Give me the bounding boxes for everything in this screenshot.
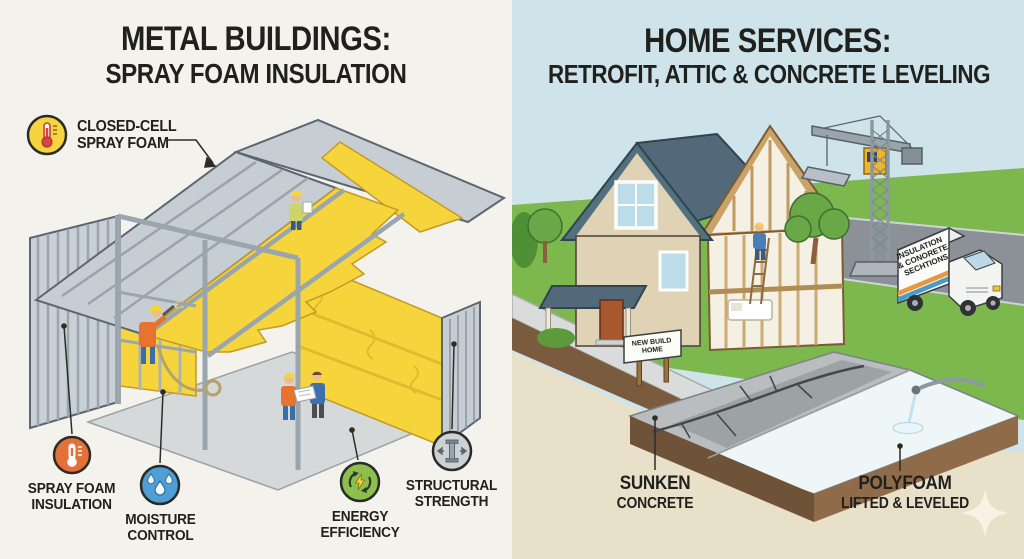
soil-face-left <box>630 416 814 522</box>
closed-cell-label: CLOSED-CELL SPRAY FOAM <box>77 117 177 152</box>
feature-label: MOISTURE CONTROL <box>124 512 196 544</box>
thermometer-icon <box>52 435 92 475</box>
bush <box>537 328 575 348</box>
thermometer-icon <box>26 114 68 156</box>
right-title: HOME SERVICES: RETROFIT, ATTIC & CONCRET… <box>512 22 1024 90</box>
right-panel: INSULATION & CONORETE SECHTIONS NEW BUIL… <box>512 0 1024 559</box>
home-services-art: INSULATION & CONORETE SECHTIONS NEW BUIL… <box>512 0 1024 559</box>
right-title-line1: HOME SERVICES: <box>644 22 892 60</box>
tower-crane <box>800 115 923 277</box>
spray-hose <box>156 345 222 397</box>
worker-sprayer <box>139 299 185 364</box>
polyfoam-hose <box>892 377 985 435</box>
svg-text:HOME: HOME <box>642 346 664 355</box>
house-finished-half <box>538 141 715 347</box>
feature-label: ENERGY EFFICIENCY <box>320 509 400 541</box>
soil-face-right <box>814 416 1018 522</box>
feature-label: SPRAY FOAM INSULATION <box>28 481 116 513</box>
cracks <box>651 364 865 439</box>
worker-attic <box>753 222 766 260</box>
svg-text:NEW BUILD: NEW BUILD <box>632 337 672 347</box>
tree-left <box>512 208 575 348</box>
label-polyfoam-leveled: POLYFOAM LIFTED & LEVELED <box>840 473 970 512</box>
feature-structural-strength: STRUCTURAL STRENGTH <box>397 430 507 510</box>
porch-roof <box>538 285 648 309</box>
lower-window <box>658 250 689 292</box>
energy-recycle-icon <box>339 461 381 503</box>
left-title: METAL BUILDINGS: SPRAY FOAM INSULATION <box>0 20 512 90</box>
right-title-line2: RETROFIT, ATTIC & CONCRETE LEVELING <box>547 59 991 90</box>
tree-right <box>784 192 850 265</box>
feature-energy-efficiency: ENERGY EFFICIENCY <box>305 461 415 541</box>
yard-sign: NEW BUILD HOME <box>623 329 682 387</box>
sparkle-icon <box>961 489 1009 537</box>
left-panel: METAL BUILDINGS: SPRAY FOAM INSULATION C… <box>0 0 512 559</box>
metal-end-panel <box>441 300 481 448</box>
front-door <box>599 299 624 341</box>
feature-label: STRUCTURAL STRENGTH <box>406 478 498 510</box>
feature-spray-foam-insulation: SPRAY FOAM INSULATION <box>17 435 127 513</box>
hanging-panel <box>800 166 852 187</box>
worker-roof <box>289 190 313 230</box>
feature-moisture-control: MOISTURE CONTROL <box>105 464 215 544</box>
service-truck: INSULATION & CONORETE SECHTIONS <box>895 226 1003 316</box>
metal-building-art <box>29 118 507 491</box>
label-connectors <box>652 415 903 471</box>
workers-blueprint <box>281 371 325 420</box>
i-beam-arrows-icon <box>431 430 473 472</box>
roof-far-slope <box>232 118 507 233</box>
left-title-line2: SPRAY FOAM INSULATION <box>105 58 407 90</box>
label-sunken-concrete: SUNKEN CONCRETE <box>616 473 694 512</box>
steel-frame <box>115 188 406 470</box>
water-drops-icon <box>139 464 181 506</box>
concrete-slab-block <box>628 351 1021 522</box>
callout-connectors <box>61 139 457 464</box>
closed-cell-callout: CLOSED-CELL SPRAY FOAM <box>26 114 187 156</box>
left-title-line1: METAL BUILDINGS: <box>121 20 391 58</box>
